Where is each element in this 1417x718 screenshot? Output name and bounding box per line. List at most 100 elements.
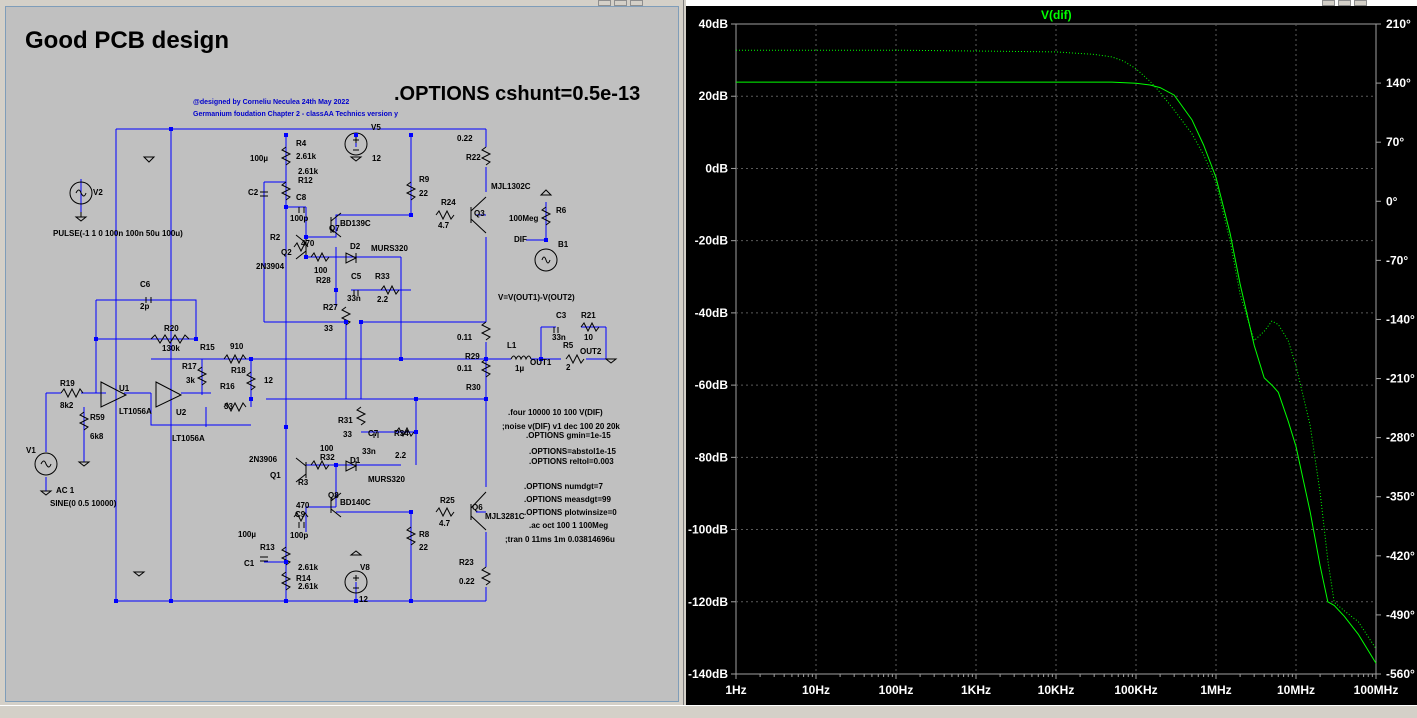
label-r6[interactable]: R6 xyxy=(556,206,567,215)
label-r28[interactable]: R28 xyxy=(316,276,331,285)
label-r14v1[interactable]: 2.61k xyxy=(298,563,319,572)
label-c5v[interactable]: 33n xyxy=(347,294,361,303)
directive-line[interactable]: .OPTIONS measdgt=99 xyxy=(524,495,611,504)
label-q6v[interactable]: MJL3281C xyxy=(485,512,525,521)
directive-line[interactable]: ;tran 0 11ms 1m 0.03814696u xyxy=(505,535,615,544)
label-r32v[interactable]: 100 xyxy=(320,444,334,453)
label-r23v[interactable]: 0.22 xyxy=(459,577,475,586)
magnitude-trace[interactable] xyxy=(736,81,1377,664)
label-q8[interactable]: Q8 xyxy=(328,491,339,500)
label-r17v[interactable]: 3k xyxy=(186,376,195,385)
label-q2v[interactable]: 2N3904 xyxy=(256,262,285,271)
label-r12v[interactable]: 2.61k xyxy=(298,167,319,176)
label-r8[interactable]: R8 xyxy=(419,530,430,539)
schematic-canvas[interactable]: Good PCB design .OPTIONS cshunt=0.5e-13 … xyxy=(5,6,679,702)
close-button[interactable] xyxy=(630,0,643,6)
label-ac1[interactable]: AC 1 xyxy=(56,486,75,495)
label-r4v[interactable]: 2.61k xyxy=(296,152,317,161)
directive-line[interactable]: .OPTIONS reltol=0.003 xyxy=(529,457,614,466)
directive-line[interactable]: ;noise v(DIF) v1 dec 100 20 20k xyxy=(502,422,620,431)
label-r22v[interactable]: 0.22 xyxy=(457,134,473,143)
label-r29a[interactable]: 0.11 xyxy=(457,333,473,342)
label-r9v[interactable]: 22 xyxy=(419,189,428,198)
label-r20v[interactable]: 130k xyxy=(162,344,180,353)
plot-minimize-button[interactable] xyxy=(1322,0,1335,6)
phase-trace[interactable] xyxy=(736,49,1377,649)
directive-line[interactable]: .OPTIONS numdgt=7 xyxy=(524,482,603,491)
minimize-button[interactable] xyxy=(598,0,611,6)
options-cshunt-directive[interactable]: .OPTIONS cshunt=0.5e-13 xyxy=(394,83,641,105)
label-r16v[interactable]: 33 xyxy=(224,402,233,411)
label-dif[interactable]: DIF xyxy=(514,235,527,244)
label-c5[interactable]: C5 xyxy=(351,272,362,281)
label-r24v[interactable]: 4.7 xyxy=(438,221,450,230)
label-c6[interactable]: C6 xyxy=(140,280,151,289)
label-r2[interactable]: R2 xyxy=(270,233,281,242)
label-d1[interactable]: D1 xyxy=(350,456,361,465)
label-u2[interactable]: U2 xyxy=(176,408,187,417)
label-r27v[interactable]: 33 xyxy=(324,324,333,333)
label-c1[interactable]: C1 xyxy=(244,559,255,568)
label-r3v[interactable]: 470 xyxy=(296,501,310,510)
label-b1[interactable]: B1 xyxy=(558,240,569,249)
label-q3v[interactable]: MJL1302C xyxy=(491,182,531,191)
label-l1v[interactable]: 1µ xyxy=(515,364,525,373)
label-r33v[interactable]: 2.2 xyxy=(377,295,389,304)
label-vexpr[interactable]: V=V(OUT1)-V(OUT2) xyxy=(498,293,575,302)
label-r59[interactable]: R59 xyxy=(90,413,105,422)
label-q7v[interactable]: BD139C xyxy=(340,219,371,228)
label-r20[interactable]: R20 xyxy=(164,324,179,333)
label-q7[interactable]: Q7 xyxy=(329,224,340,233)
directive-line[interactable]: .four 10000 10 100 V(DIF) xyxy=(508,408,603,417)
label-u2v[interactable]: LT1056A xyxy=(172,434,205,443)
label-r8v[interactable]: 22 xyxy=(419,543,428,552)
label-r34[interactable]: R34 xyxy=(394,429,409,438)
label-r5v[interactable]: 2 xyxy=(566,363,571,372)
label-r31v[interactable]: 33 xyxy=(343,430,352,439)
label-r13[interactable]: R13 xyxy=(260,543,275,552)
label-r32[interactable]: R32 xyxy=(320,453,335,462)
label-q3[interactable]: Q3 xyxy=(474,209,485,218)
label-r3[interactable]: R3 xyxy=(298,478,309,487)
label-r31[interactable]: R31 xyxy=(338,416,353,425)
label-q8v[interactable]: BD140C xyxy=(340,498,371,507)
label-r2v[interactable]: 470 xyxy=(301,239,315,248)
label-q1v[interactable]: 2N3906 xyxy=(249,455,278,464)
label-q6[interactable]: Q6 xyxy=(472,503,483,512)
label-r22[interactable]: R22 xyxy=(466,153,481,162)
label-pulse[interactable]: PULSE(-1 1 0 100n 100n 50u 100u) xyxy=(53,229,183,238)
label-v8v[interactable]: 12 xyxy=(359,595,368,604)
directive-line[interactable]: .OPTIONS plotwinsize=0 xyxy=(524,508,617,517)
label-v8[interactable]: V8 xyxy=(360,563,370,572)
label-v5v[interactable]: 12 xyxy=(372,154,381,163)
label-r14[interactable]: R14 xyxy=(296,574,311,583)
directive-line[interactable]: .OPTIONS=abstol1e-15 xyxy=(529,447,616,456)
label-q2[interactable]: Q2 xyxy=(281,248,292,257)
label-q1[interactable]: Q1 xyxy=(270,471,281,480)
trace-label[interactable]: V(dif) xyxy=(1041,8,1072,22)
label-v2[interactable]: V2 xyxy=(93,188,103,197)
label-r34v[interactable]: 2.2 xyxy=(395,451,407,460)
label-c9[interactable]: C9 xyxy=(295,510,306,519)
label-c3[interactable]: C3 xyxy=(556,311,567,320)
label-r59v[interactable]: 6k8 xyxy=(90,432,104,441)
label-r19v[interactable]: 8k2 xyxy=(60,401,74,410)
label-c2[interactable]: C2 xyxy=(248,188,259,197)
label-c8[interactable]: C8 xyxy=(296,193,307,202)
label-r23[interactable]: R23 xyxy=(459,558,474,567)
label-sine[interactable]: SINE(0 0.5 10000) xyxy=(50,499,117,508)
label-r14v2[interactable]: 2.61k xyxy=(298,582,319,591)
label-r28v[interactable]: 100 xyxy=(314,266,328,275)
label-c9v[interactable]: 100p xyxy=(290,531,309,540)
label-r21[interactable]: R21 xyxy=(581,311,596,320)
label-r6v[interactable]: 100Meg xyxy=(509,214,539,223)
label-out2[interactable]: OUT2 xyxy=(580,347,602,356)
label-u1v[interactable]: LT1056A xyxy=(119,407,152,416)
label-r15v[interactable]: 910 xyxy=(230,342,244,351)
label-c6v[interactable]: 2p xyxy=(140,302,150,311)
schematic-window[interactable]: Good PCB design .OPTIONS cshunt=0.5e-13 … xyxy=(0,0,684,705)
label-l1[interactable]: L1 xyxy=(507,341,517,350)
label-r12[interactable]: R12 xyxy=(298,176,313,185)
